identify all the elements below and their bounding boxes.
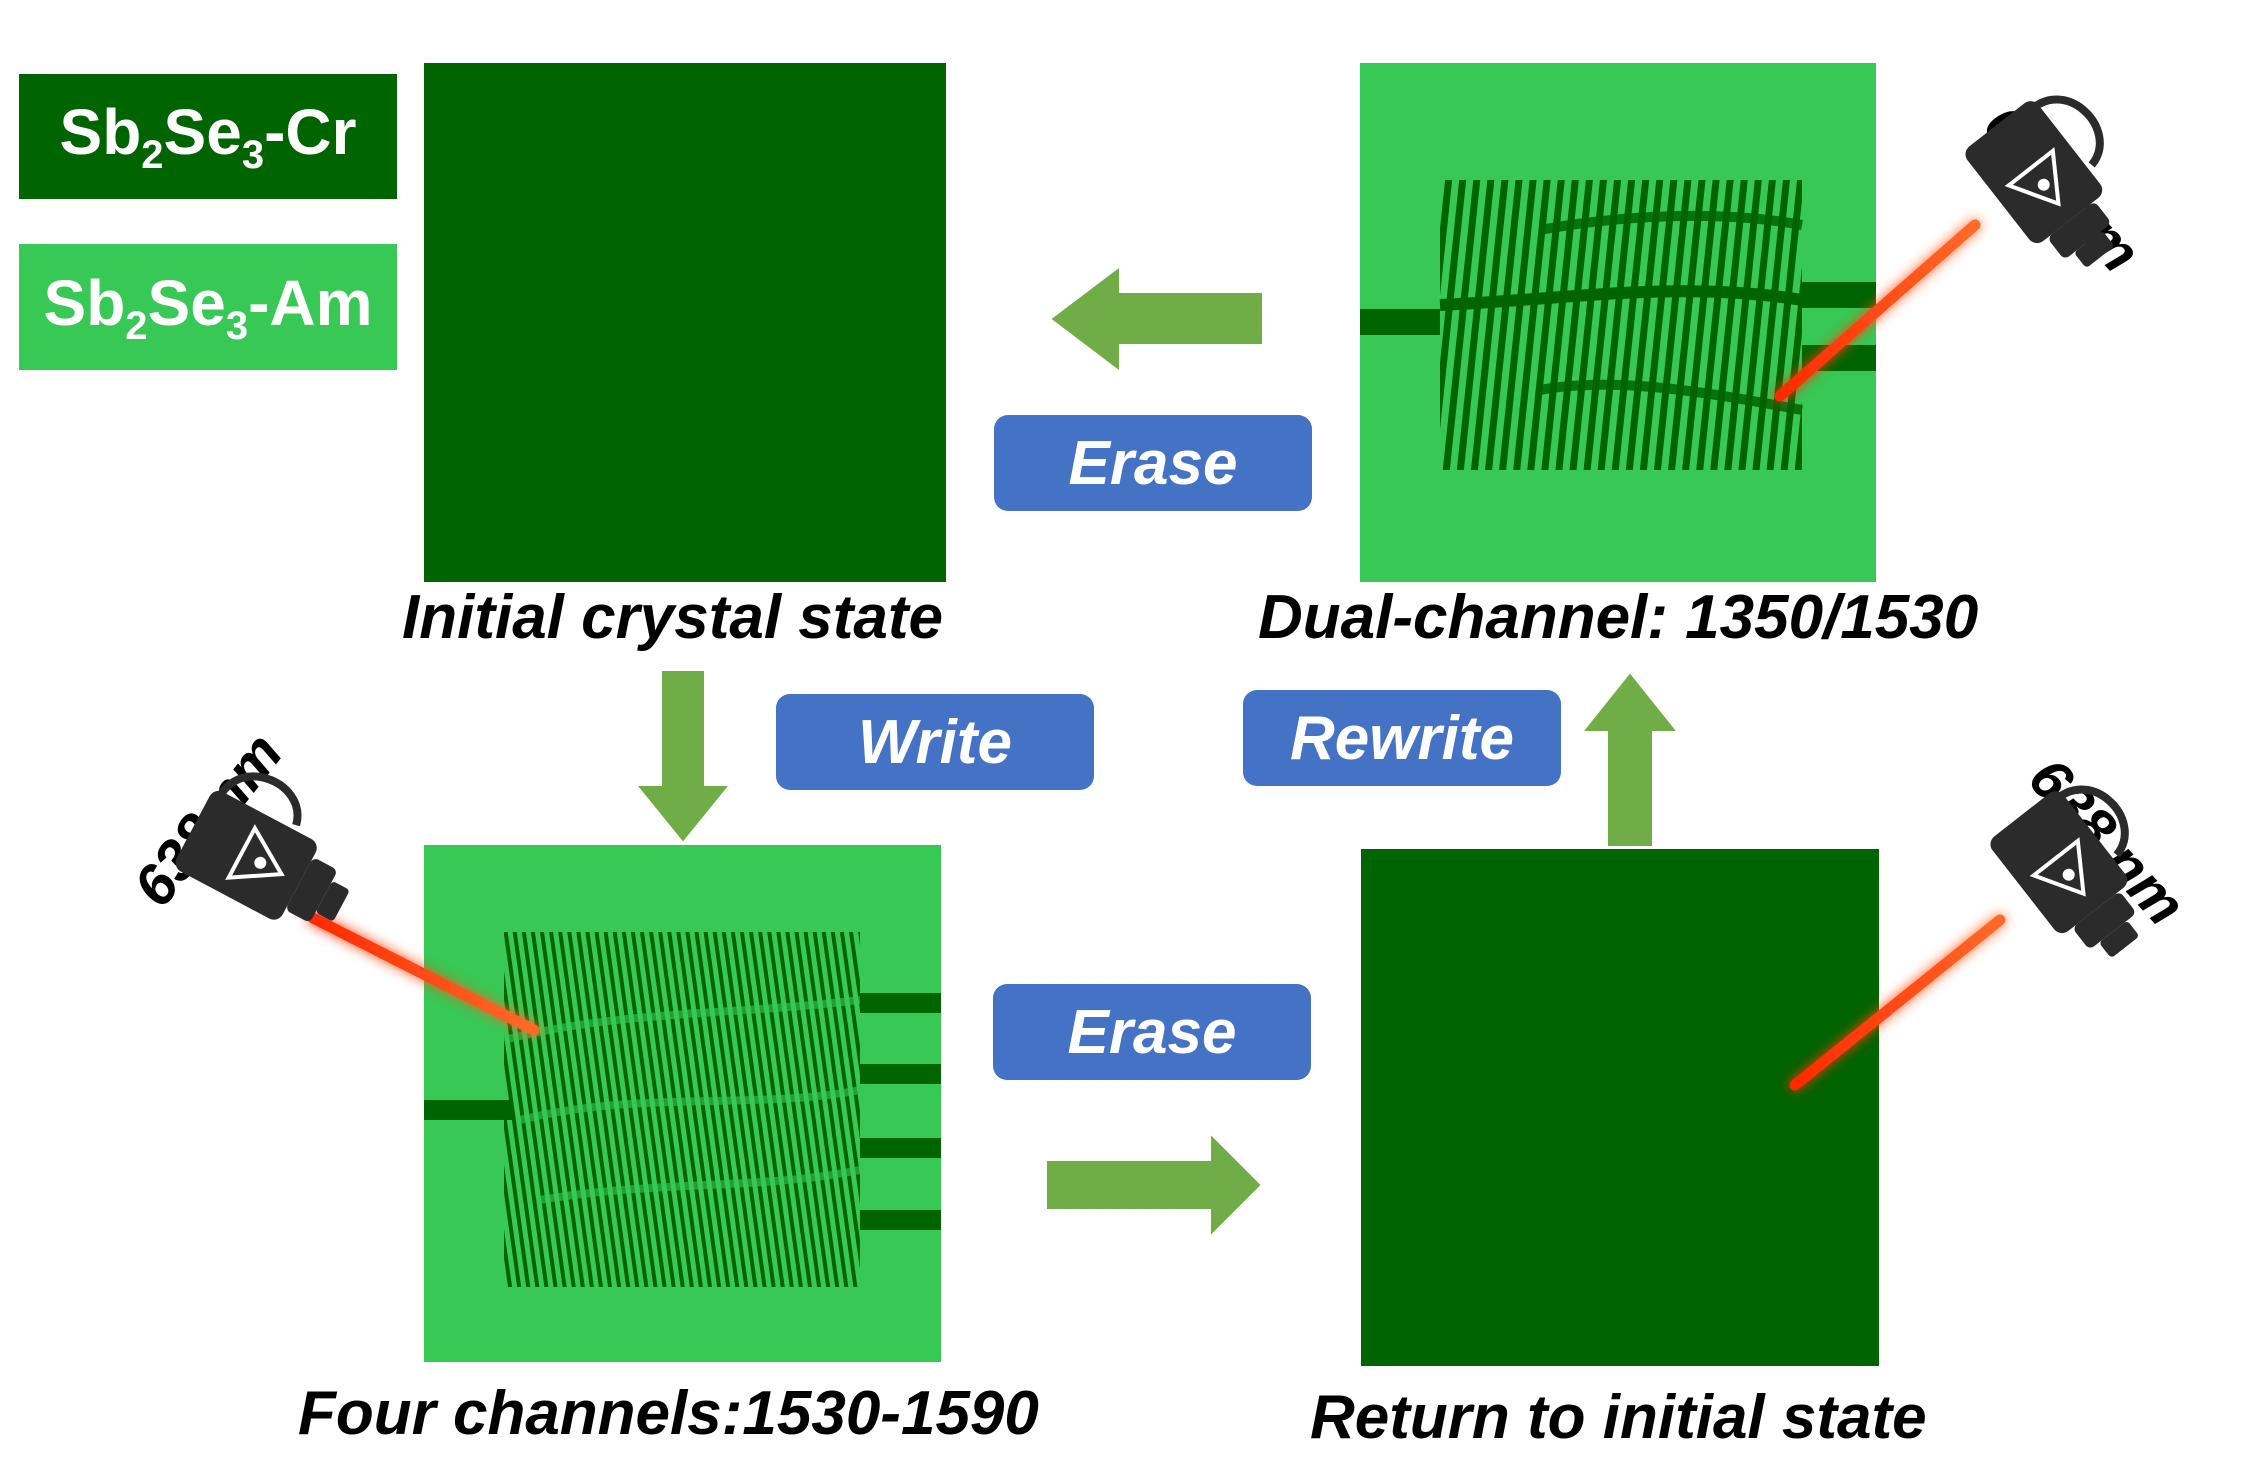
initial-crystal-square	[424, 63, 946, 582]
arrow-down-icon	[633, 669, 733, 845]
legend-amorphous-label: Sb2Se3-Am	[43, 266, 373, 348]
arrow-right-icon	[1045, 1130, 1264, 1240]
laser-device-bottom-right-icon	[1990, 785, 2138, 957]
write-label: Write	[776, 694, 1094, 790]
rewrite-label: Rewrite	[1243, 690, 1561, 786]
dual-channel-pattern	[1360, 180, 1876, 470]
arrow-left-icon	[1048, 263, 1264, 375]
erase-bottom-label: Erase	[993, 984, 1311, 1080]
arrow-up-icon	[1579, 670, 1681, 848]
laser-device-left-icon	[175, 772, 349, 921]
laser-device-top-right-icon	[1965, 95, 2113, 267]
legend-crystal-label: Sb2Se3-Cr	[59, 96, 357, 177]
caption-dual: Dual-channel: 1350/1530	[1258, 583, 1979, 652]
laser-beam-left	[307, 912, 540, 1036]
caption-return: Return to initial state	[1310, 1383, 1927, 1452]
return-initial-square	[1361, 849, 1879, 1366]
four-channel-pattern	[424, 932, 941, 1287]
caption-four: Four channels:1530-1590	[298, 1379, 1039, 1448]
legend-amorphous: Sb2Se3-Am	[19, 244, 397, 370]
laser-beam-top-right	[1774, 219, 1981, 402]
erase-top-label: Erase	[994, 415, 1312, 511]
legend-crystal: Sb2Se3-Cr	[19, 74, 397, 199]
caption-initial: Initial crystal state	[402, 583, 944, 652]
laser-beam-bottom-right	[1789, 914, 2006, 1091]
